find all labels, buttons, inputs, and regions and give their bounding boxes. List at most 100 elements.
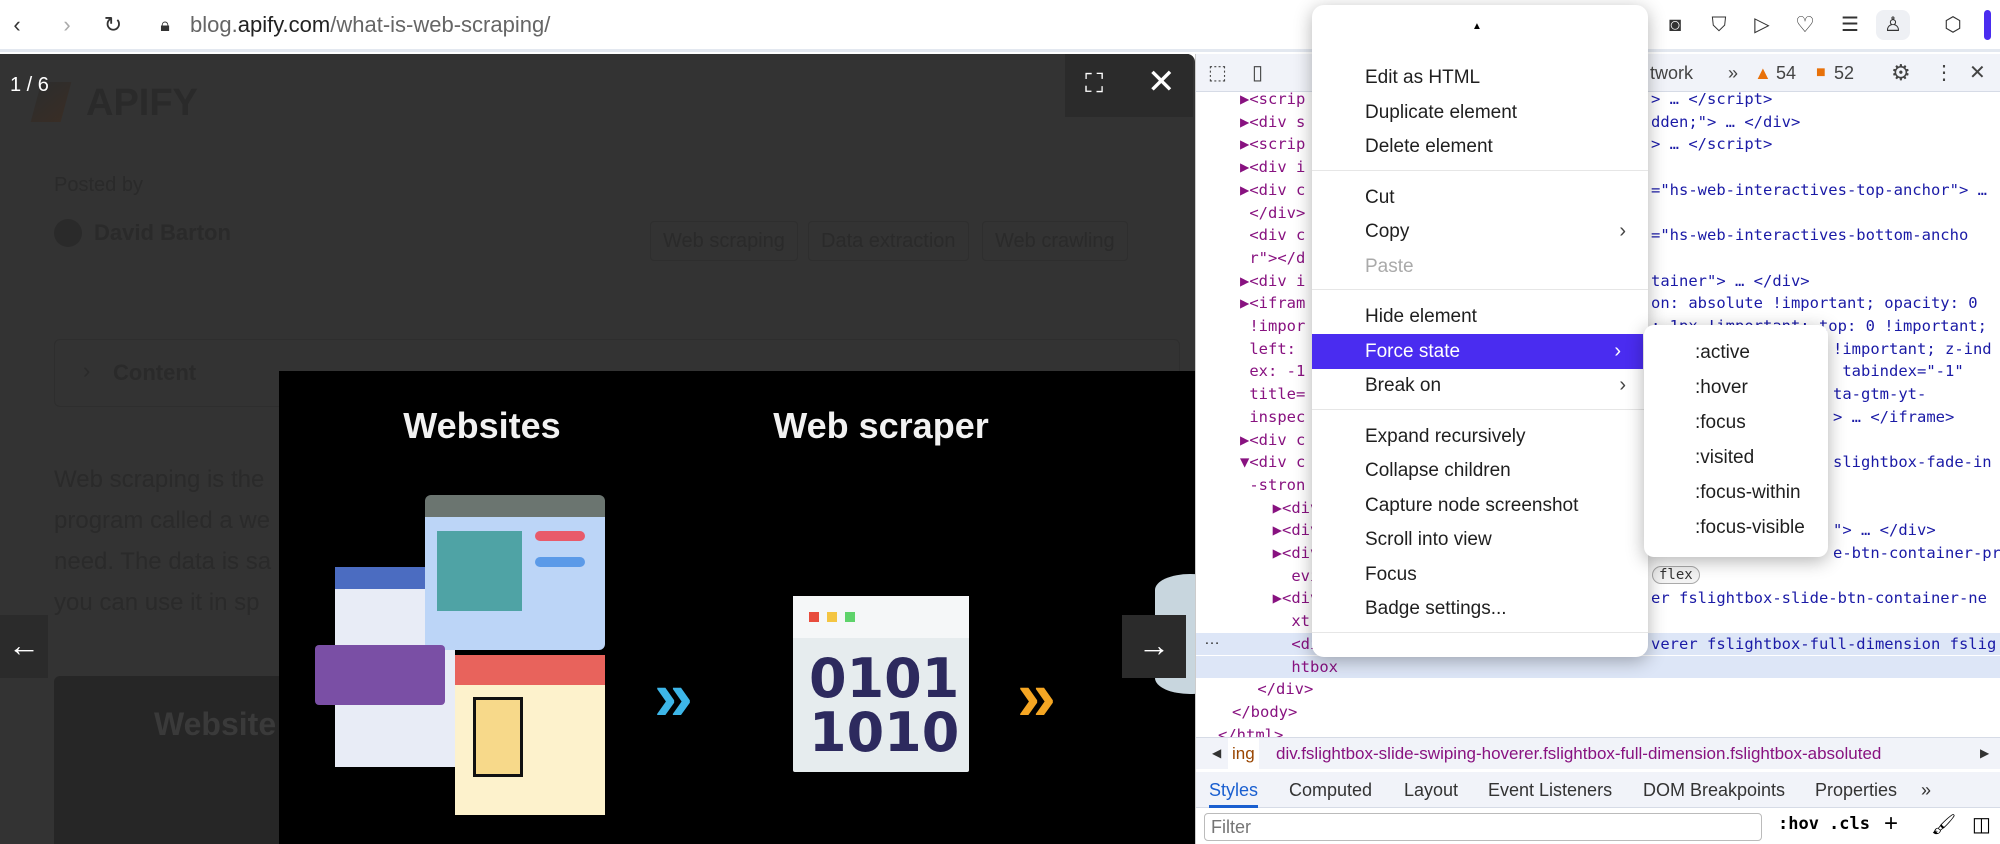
submenu-item-active[interactable]: :active: [1695, 342, 1750, 363]
extension-cube-icon[interactable]: ⬡: [1944, 14, 1962, 36]
previous-slide-button[interactable]: ←: [0, 615, 48, 678]
fullscreen-icon[interactable]: ⛶: [1085, 68, 1104, 98]
toggle-classes-button[interactable]: .cls: [1829, 814, 1870, 834]
dom-node-line[interactable]: -stron: [1240, 475, 1306, 494]
tab-styles[interactable]: Styles: [1209, 772, 1259, 808]
menu-item-break-on[interactable]: Break on›: [1312, 368, 1648, 403]
dom-node-line[interactable]: ▶<div i: [1240, 271, 1306, 290]
dom-node-line[interactable]: ▶<div i: [1240, 158, 1306, 177]
dom-node-attributes[interactable]: > … </script>: [1651, 135, 1773, 154]
dom-node-attributes[interactable]: "> … </div>: [1833, 521, 1936, 540]
tab-network[interactable]: twork: [1650, 63, 1694, 83]
heart-icon[interactable]: ♡: [1795, 12, 1815, 37]
submenu-item-focus-within[interactable]: :focus-within: [1695, 482, 1801, 503]
dom-node-line[interactable]: ▶<ifram: [1240, 294, 1306, 313]
menu-item-copy[interactable]: Copy›: [1312, 214, 1648, 249]
dom-node-line[interactable]: ▶<scrip: [1240, 92, 1306, 108]
reload-icon[interactable]: ↻: [103, 12, 123, 37]
dom-node-attributes[interactable]: !important; z-ind: [1833, 339, 1992, 358]
toggle-sidebar-icon[interactable]: ◫: [1972, 814, 1991, 836]
dom-node-line[interactable]: ▶<div: [1254, 544, 1320, 562]
warning-count[interactable]: 54: [1776, 63, 1797, 83]
gear-icon[interactable]: ⚙: [1891, 60, 1911, 85]
tab-properties[interactable]: Properties: [1815, 780, 1898, 800]
send-icon[interactable]: ▷: [1754, 14, 1770, 36]
back-icon[interactable]: ‹: [13, 12, 21, 37]
dom-node-line[interactable]: </html>: [1218, 725, 1284, 737]
dom-node-attributes[interactable]: e-btn-container-pr: [1833, 544, 2000, 562]
dom-node-line[interactable]: ▶<div c: [1240, 430, 1306, 449]
dom-node-attributes[interactable]: > … </script>: [1651, 92, 1773, 108]
tag-web-scraping[interactable]: Web scraping: [650, 221, 798, 261]
menu-item-expand-recursively[interactable]: Expand recursively: [1312, 419, 1648, 454]
menu-item-edit-as-html[interactable]: Edit as HTML: [1312, 60, 1648, 95]
dom-node-line[interactable]: htbox: [1254, 657, 1338, 676]
dom-node-attributes[interactable]: slightbox-fade-in: [1833, 453, 1992, 472]
menu-item-cut[interactable]: Cut: [1312, 180, 1648, 215]
menu-item-force-state[interactable]: Force state›: [1312, 333, 1643, 369]
menu-item-scroll-into-view[interactable]: Scroll into view: [1312, 522, 1648, 557]
shield-x-icon[interactable]: ⛉: [1711, 14, 1727, 36]
dom-node-line[interactable]: r"></d: [1240, 248, 1306, 267]
forward-icon[interactable]: ›: [63, 12, 71, 37]
dom-node-line[interactable]: <div c: [1240, 226, 1306, 245]
tab-layout[interactable]: Layout: [1404, 780, 1459, 800]
menu-item-focus[interactable]: Focus: [1312, 557, 1648, 592]
menu-item-badge-settings[interactable]: Badge settings...: [1312, 591, 1648, 626]
breadcrumb-current[interactable]: div.fslightbox-slide-swiping-hoverer.fsl…: [1276, 744, 1882, 763]
breadcrumb-scroll-right-icon[interactable]: ▶: [1980, 738, 1990, 769]
dom-node-attributes[interactable]: on: absolute !important; opacity: 0: [1651, 294, 1978, 313]
menu-item-collapse-children[interactable]: Collapse children: [1312, 453, 1648, 488]
menu-item-hide-element[interactable]: Hide element: [1312, 299, 1648, 334]
node-actions-icon[interactable]: …: [1204, 630, 1220, 648]
paint-brush-icon[interactable]: 🖌︎: [1931, 814, 1957, 836]
tag-data-extraction[interactable]: Data extraction: [808, 221, 969, 261]
dom-node-line[interactable]: ▶<div: [1254, 589, 1320, 608]
profile-icon[interactable]: ♙: [1876, 10, 1910, 40]
dom-node-attributes[interactable]: ="hs-web-interactives-top-anchor"> …: [1651, 180, 1987, 199]
next-slide-button[interactable]: →: [1122, 615, 1186, 678]
tab-dom-breakpoints[interactable]: DOM Breakpoints: [1643, 780, 1786, 800]
more-tabs-icon[interactable]: »: [1921, 780, 1932, 800]
dom-node-attributes[interactable]: tabindex="-1": [1833, 362, 1964, 381]
breadcrumb-scroll-left-icon[interactable]: ◀: [1212, 746, 1222, 760]
dom-node-line[interactable]: ▶<div: [1254, 498, 1320, 517]
close-icon[interactable]: ✕: [1147, 63, 1176, 101]
menu-item-delete-element[interactable]: Delete element: [1312, 129, 1648, 164]
dom-node-line[interactable]: ▶<div s: [1240, 112, 1306, 131]
scroll-up-icon[interactable]: ▲: [1472, 21, 1482, 32]
dom-node-attributes[interactable]: dden;"> … </div>: [1651, 112, 1801, 131]
dom-node-line[interactable]: ex: -1: [1240, 362, 1306, 381]
dom-node-line[interactable]: </div>: [1248, 680, 1314, 699]
dom-node-line[interactable]: ▶<scrip: [1240, 135, 1306, 154]
inspect-element-icon[interactable]: ⬚: [1208, 62, 1227, 84]
menu-item-duplicate-element[interactable]: Duplicate element: [1312, 95, 1648, 130]
submenu-item-visited[interactable]: :visited: [1695, 447, 1755, 468]
dom-node-attributes[interactable]: ="hs-web-interactives-bottom-ancho: [1651, 226, 1969, 245]
menu-item-paste[interactable]: Paste: [1312, 249, 1648, 284]
tab-computed[interactable]: Computed: [1289, 780, 1373, 800]
address-bar[interactable]: blog.apify.com/what-is-web-scraping/: [190, 11, 550, 39]
dom-node-line[interactable]: ▼<div c: [1240, 453, 1306, 472]
new-style-rule-icon[interactable]: +: [1884, 810, 1899, 837]
tab-event-listeners[interactable]: Event Listeners: [1488, 780, 1613, 800]
submenu-item-focus[interactable]: :focus: [1695, 412, 1746, 433]
breadcrumb-item[interactable]: ing: [1228, 738, 1259, 769]
flex-badge[interactable]: flex: [1652, 565, 1700, 584]
toggle-hover-state-button[interactable]: :hov: [1778, 814, 1819, 834]
dom-node-attributes[interactable]: ta-gtm-yt-: [1833, 385, 1927, 404]
sliders-icon[interactable]: ☰: [1841, 14, 1859, 36]
issue-count[interactable]: 52: [1834, 63, 1855, 83]
menu-item-capture-node-screenshot[interactable]: Capture node screenshot: [1312, 488, 1648, 523]
close-devtools-icon[interactable]: ✕: [1969, 62, 1986, 84]
dom-node-attributes[interactable]: er fslightbox-slide-btn-container-ne: [1651, 589, 1987, 608]
dom-node-line[interactable]: </body>: [1232, 702, 1298, 721]
camera-icon[interactable]: ◙: [1668, 14, 1682, 36]
submenu-item-hover[interactable]: :hover: [1695, 377, 1748, 398]
submenu-item-focus-visible[interactable]: :focus-visible: [1695, 517, 1805, 538]
dom-node-line[interactable]: inspec: [1240, 407, 1306, 426]
more-tabs-icon[interactable]: »: [1728, 63, 1739, 83]
tag-web-crawling[interactable]: Web crawling: [982, 221, 1128, 261]
styles-filter-input[interactable]: [1204, 813, 1762, 841]
dom-node-attributes[interactable]: verer fslightbox-full-dimension fslig: [1651, 634, 1997, 653]
